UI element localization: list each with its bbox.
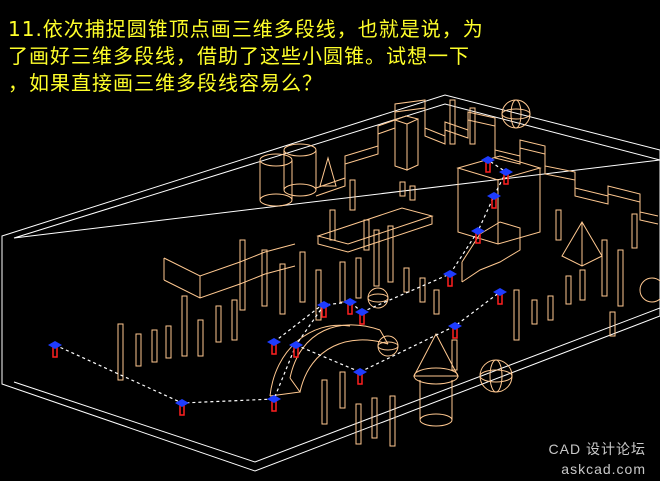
ground-plane (1, 94, 660, 472)
wireframe-model (117, 99, 660, 447)
cone-marker-icon[interactable] (487, 192, 501, 209)
caption-line-3: ，如果直接画三维多段线容易么？ (8, 71, 323, 95)
watermark-site-cn: CAD 设计论坛 (548, 441, 646, 457)
cone-marker-icon[interactable] (448, 322, 462, 339)
caption-line-2: 了画好三维多段线，借助了这些小圆锥。试想一下 (8, 44, 470, 68)
column-group (117, 99, 638, 447)
cone-marker-icon[interactable] (317, 301, 331, 318)
cone-marker-icon[interactable] (267, 395, 281, 412)
cone-marker-group (48, 156, 513, 416)
cone-marker-icon[interactable] (48, 341, 62, 358)
watermark-site-en: askcad.com (561, 461, 646, 477)
cone-marker-icon[interactable] (353, 368, 367, 385)
cone-marker-icon[interactable] (499, 168, 513, 185)
cone-marker-icon[interactable] (471, 227, 485, 244)
cone-marker-icon[interactable] (289, 341, 303, 358)
cone-marker-icon[interactable] (355, 308, 369, 325)
cone-marker-icon[interactable] (343, 298, 357, 315)
cone-marker-icon[interactable] (175, 399, 189, 416)
cone-marker-icon[interactable] (493, 288, 507, 305)
caption-line-1: 11.依次捕捉圆锥顶点画三维多段线，也就是说，为 (8, 17, 484, 41)
cone-marker-icon[interactable] (481, 156, 495, 173)
cone-marker-icon[interactable] (267, 338, 281, 355)
cone-marker-icon[interactable] (443, 270, 457, 287)
instruction-caption: 11.依次捕捉圆锥顶点画三维多段线，也就是说，为 了画好三维多段线，借助了这些小… (8, 16, 658, 97)
